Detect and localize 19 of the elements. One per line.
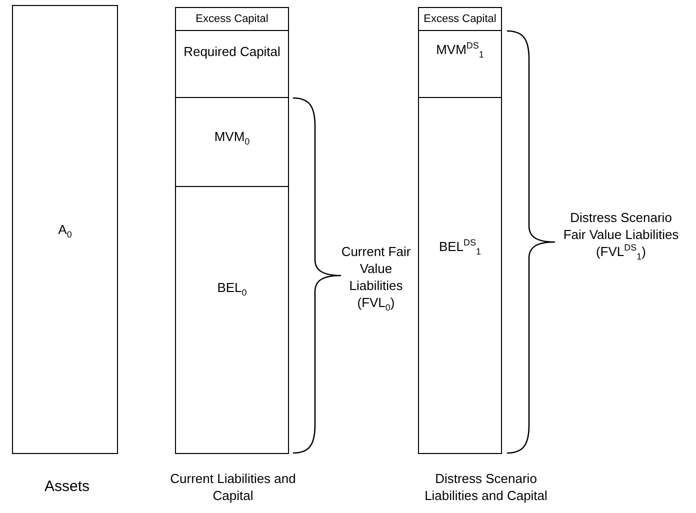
stacked-segment-box xyxy=(175,7,289,31)
brace-label: Current Fair Value Liabilities (FVL$_{0}$) xyxy=(340,243,412,311)
segment-label: BEL$_{0}$ xyxy=(217,279,247,296)
brace-label: Distress Scenario Fair Value Liabilities (FVL$^{DS}$$_{1}$) xyxy=(562,209,680,260)
segment-label: MVM$_{0}$ xyxy=(214,128,250,145)
segment-label: A$_{0}$ xyxy=(58,221,72,238)
stacked-segment-box xyxy=(175,186,289,454)
stacked-segment-box xyxy=(418,7,502,31)
column-caption: Current Liabilities and Capital xyxy=(169,470,297,504)
column-caption: Distress Scenario Liabilities and Capital xyxy=(424,470,548,504)
segment-label: Excess Capital xyxy=(424,12,496,26)
asset-column-box xyxy=(12,5,118,454)
stacked-segment-box xyxy=(418,97,502,454)
stacked-segment-box xyxy=(175,97,289,187)
segment-label: Required Capital xyxy=(184,43,280,60)
segment-label: Excess Capital xyxy=(196,12,268,26)
stacked-segment-box xyxy=(175,30,289,98)
column-caption: Assets xyxy=(43,478,90,495)
stacked-segment-box xyxy=(418,30,502,98)
